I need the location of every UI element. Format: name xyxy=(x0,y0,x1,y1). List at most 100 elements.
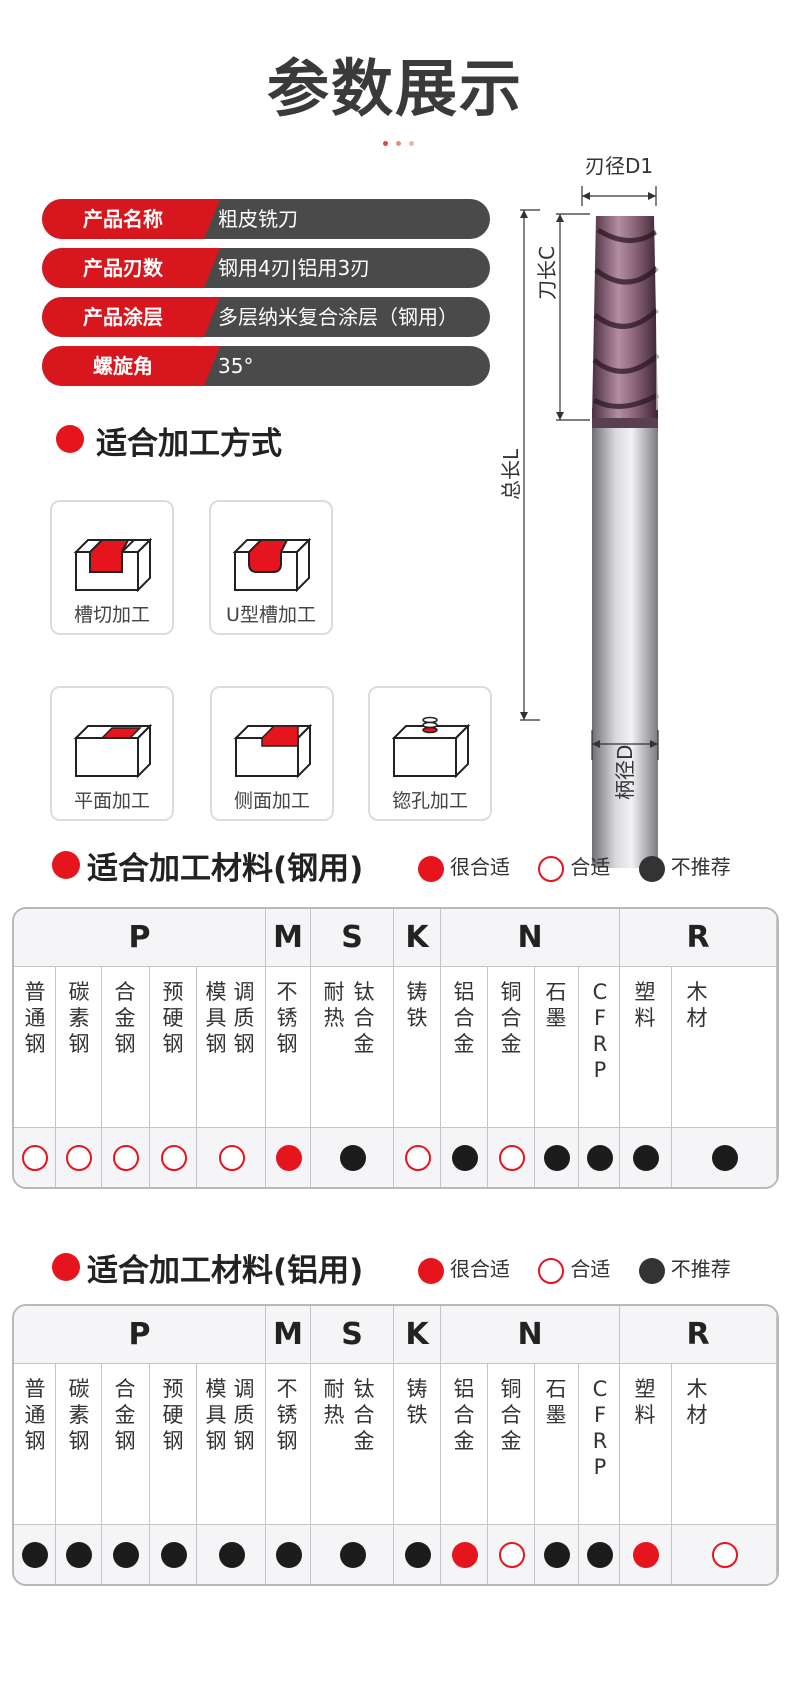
material-column xyxy=(579,1364,620,1524)
material-column xyxy=(150,967,197,1127)
rating-suitable-icon xyxy=(113,1145,139,1171)
section-bullet xyxy=(52,851,80,879)
dim-total-length: 总长L xyxy=(499,448,523,500)
group-header: M xyxy=(266,1306,311,1364)
rating-cell xyxy=(56,1524,102,1584)
material-column xyxy=(311,1364,394,1524)
face-milling-icon xyxy=(73,723,153,779)
material-name: 钛合金 xyxy=(353,980,375,1056)
material-column xyxy=(266,1364,311,1524)
material-name: 碳素钢 xyxy=(68,1377,90,1453)
rating-cell xyxy=(394,1524,441,1584)
group-header: K xyxy=(394,909,441,967)
method-card-face: 平面加工 xyxy=(50,686,174,821)
section-bullet xyxy=(56,425,84,453)
material-name: 钛合金 xyxy=(353,1377,375,1453)
rating-cell xyxy=(535,1127,579,1187)
rating-cell xyxy=(672,1127,777,1187)
rating-cell xyxy=(579,1127,620,1187)
rating-cell xyxy=(102,1127,150,1187)
material-column xyxy=(672,967,777,1127)
material-name: CFRP xyxy=(592,980,608,1082)
suitable-ring-icon xyxy=(538,855,565,882)
rating-not-recommended-icon xyxy=(160,1542,187,1568)
rating-suitable-icon xyxy=(404,1145,431,1171)
material-name: 模具钢 xyxy=(205,980,227,1056)
rating-not-recommended-icon xyxy=(66,1542,92,1568)
material-name: 耐热 xyxy=(323,1377,345,1427)
material-name: 模具钢 xyxy=(205,1377,227,1453)
rating-not-recommended-icon xyxy=(113,1542,139,1568)
material-name: 铜合金 xyxy=(500,980,522,1056)
rating-not-recommended-icon xyxy=(451,1145,478,1171)
dim-blade-length: 刀长C xyxy=(535,246,559,300)
material-column xyxy=(620,967,672,1127)
rating-cell xyxy=(620,1127,672,1187)
material-name: 铝合金 xyxy=(453,1377,475,1453)
spec-label: 螺旋角 xyxy=(42,346,220,386)
method-card-side: 侧面加工 xyxy=(210,686,334,821)
dim-shank-diameter: 柄径D xyxy=(613,744,637,800)
rating-cell xyxy=(14,1524,56,1584)
legend-label: 不推荐 xyxy=(670,855,731,879)
material-column xyxy=(535,967,579,1127)
material-name: 碳素钢 xyxy=(68,980,90,1056)
rating-cell xyxy=(535,1524,579,1584)
section-bullet xyxy=(52,1253,80,1281)
material-column xyxy=(441,967,488,1127)
material-name: 塑料 xyxy=(634,1377,656,1427)
rating-very-suitable-icon xyxy=(275,1145,302,1171)
rating-cell xyxy=(488,1524,535,1584)
counterbore-icon xyxy=(391,716,471,779)
spec-label: 产品名称 xyxy=(42,199,220,239)
material-name: 合金钢 xyxy=(114,1377,136,1453)
rating-cell xyxy=(311,1524,394,1584)
material-column xyxy=(311,967,394,1127)
material-name: CFRP xyxy=(592,1377,608,1479)
legend-label: 合适 xyxy=(570,1257,611,1281)
rating-cell xyxy=(672,1524,777,1584)
material-column xyxy=(197,967,266,1127)
very-suitable-dot-icon xyxy=(418,1257,444,1284)
steel-table-title: 适合加工材料(钢用) xyxy=(87,851,364,887)
alu-table-title: 适合加工材料(铝用) xyxy=(87,1253,364,1289)
material-name: 铸铁 xyxy=(406,1377,428,1427)
rating-not-recommended-icon xyxy=(711,1145,738,1171)
material-name: 调质钢 xyxy=(233,1377,255,1453)
group-header: M xyxy=(266,909,311,967)
group-header: P xyxy=(14,1306,266,1364)
material-column xyxy=(579,967,620,1127)
material-name: 耐热 xyxy=(323,980,345,1030)
spec-value: 钢用4刃|铝用3刃 xyxy=(218,256,371,280)
material-name: 铸铁 xyxy=(406,980,428,1030)
methods-title: 适合加工方式 xyxy=(96,426,282,462)
dim-blade-diameter: 刃径D1 xyxy=(585,154,654,178)
material-column xyxy=(394,1364,441,1524)
rating-cell xyxy=(150,1524,197,1584)
rating-suitable-icon xyxy=(711,1542,738,1568)
legend-label: 很合适 xyxy=(450,1257,510,1281)
rating-cell xyxy=(394,1127,441,1187)
rating-cell xyxy=(441,1127,488,1187)
rating-cell xyxy=(620,1524,672,1584)
material-name: 调质钢 xyxy=(233,980,255,1056)
rating-cell xyxy=(56,1127,102,1187)
not-recommended-dot-icon xyxy=(638,1257,665,1284)
rating-suitable-icon xyxy=(160,1145,187,1171)
rating-cell xyxy=(197,1127,266,1187)
rating-very-suitable-icon xyxy=(451,1542,478,1568)
material-column xyxy=(535,1364,579,1524)
method-card-slot: 槽切加工 xyxy=(50,500,174,635)
material-column xyxy=(394,967,441,1127)
spec-row-name: 产品名称 粗皮铣刀 xyxy=(42,199,490,239)
rating-not-recommended-icon xyxy=(218,1542,245,1568)
legend-steel: 很合适 合适 不推荐 xyxy=(418,851,731,882)
material-column xyxy=(14,1364,56,1524)
material-name: 铜合金 xyxy=(500,1377,522,1453)
spec-value: 多层纳米复合涂层（钢用） xyxy=(218,305,458,329)
rating-cell xyxy=(266,1127,311,1187)
rating-not-recommended-icon xyxy=(339,1145,366,1171)
rating-cell xyxy=(488,1127,535,1187)
